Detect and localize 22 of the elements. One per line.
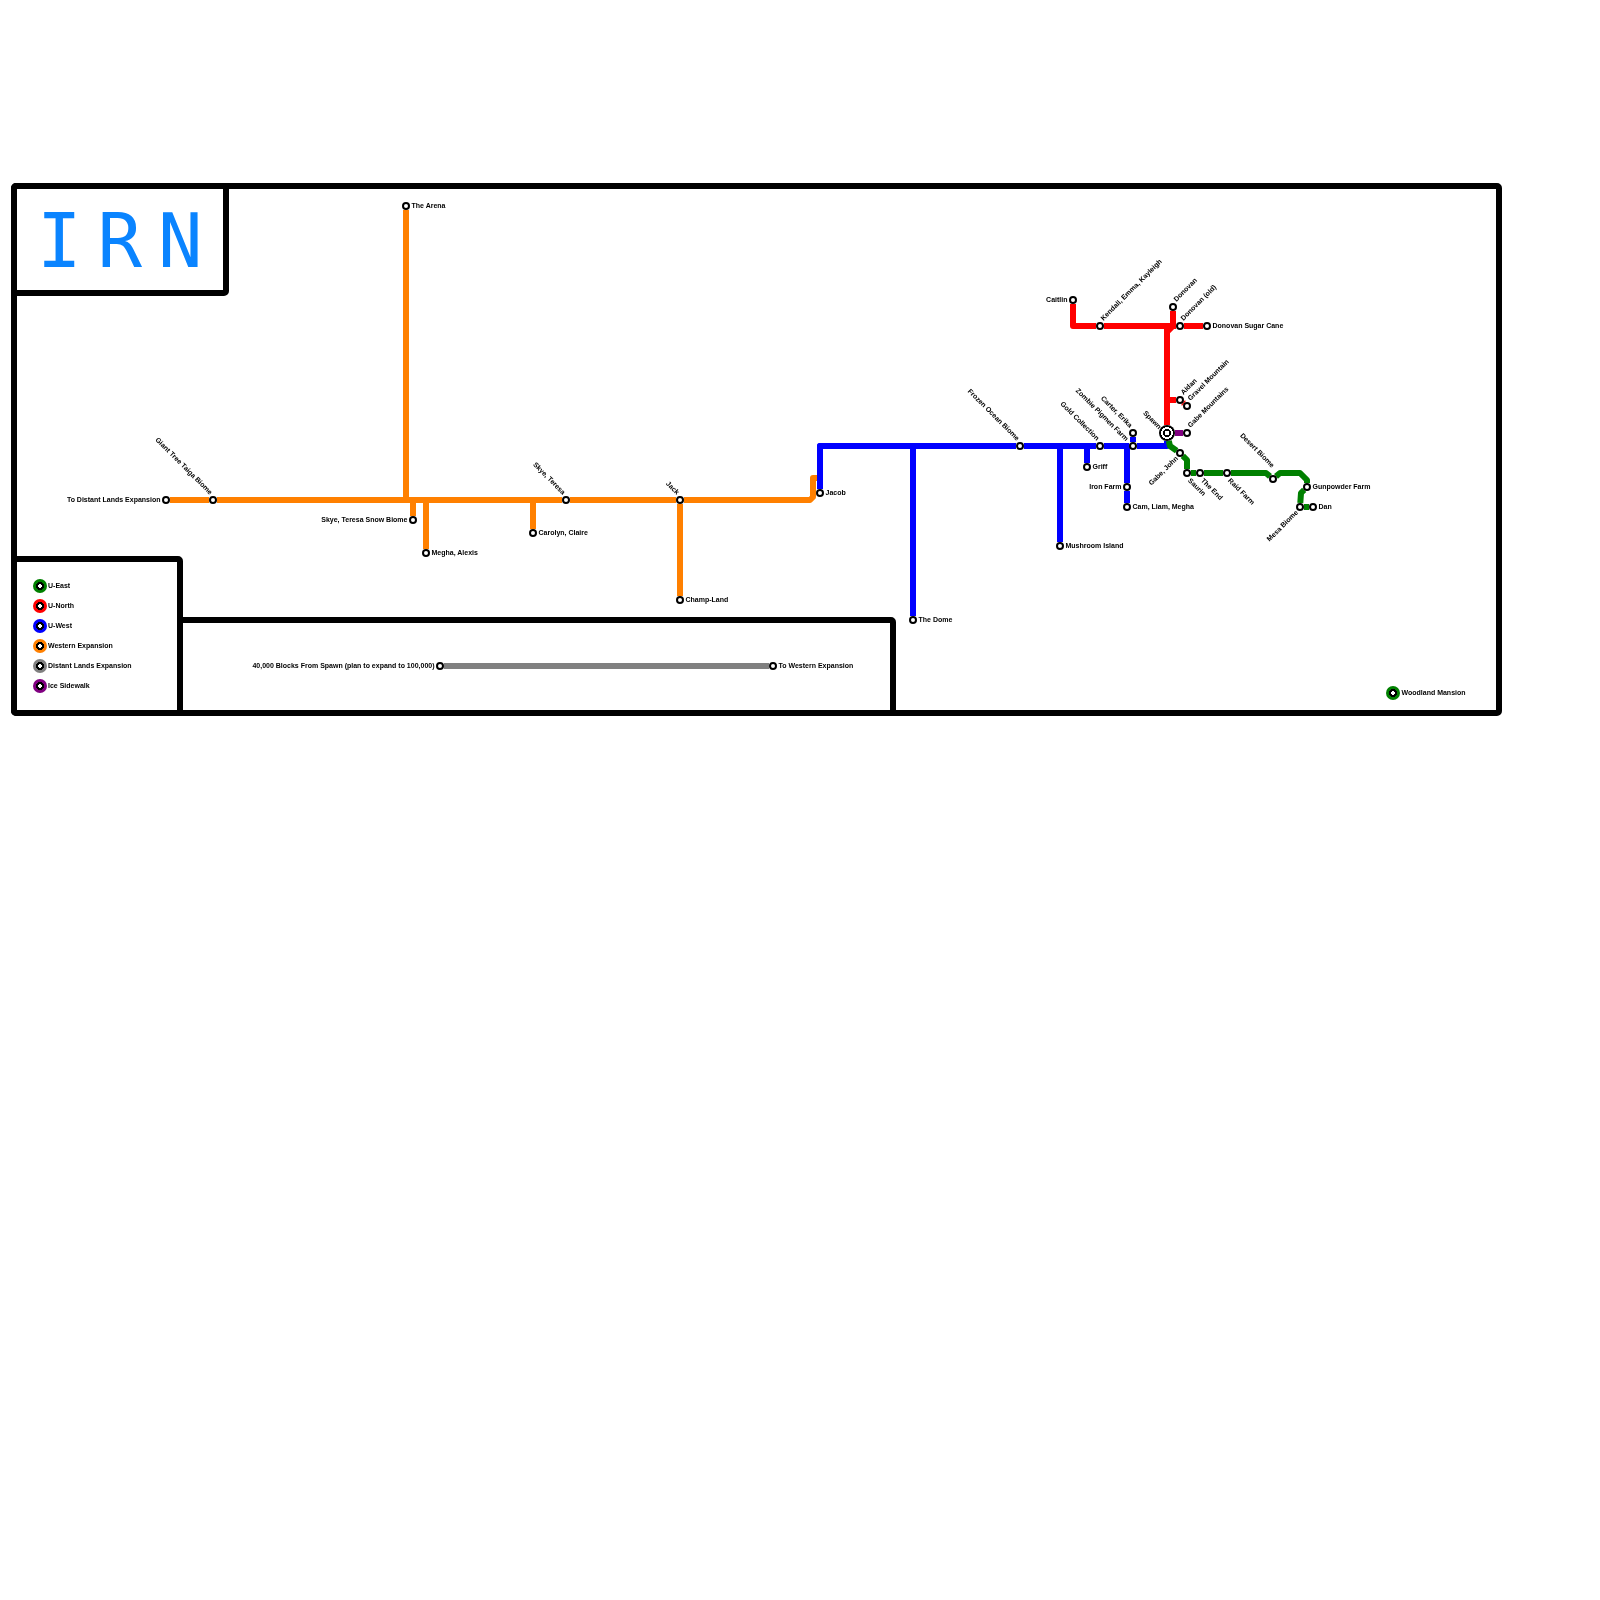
transit-line [1180,453,1190,469]
transit-line [170,497,209,503]
transit-line [1191,470,1196,476]
transit-line [677,504,683,596]
transit-line [1204,470,1223,476]
map-title: IRN [37,204,219,278]
transit-line [1175,430,1183,436]
transit-line [444,663,769,669]
transit-line [570,497,676,503]
transit-line [1165,440,1179,454]
transit-line [1137,441,1170,449]
transit-line [1274,470,1310,483]
transit-line [1070,304,1096,329]
transit-line [1184,323,1203,329]
transit-line [1181,400,1186,406]
transit-line [1104,443,1130,483]
transit-line [817,443,916,616]
transit-line [1130,437,1136,442]
transit-line [1231,470,1272,479]
transit-line [1124,491,1130,503]
transit-line [1304,504,1309,510]
transit-line [1297,487,1307,504]
